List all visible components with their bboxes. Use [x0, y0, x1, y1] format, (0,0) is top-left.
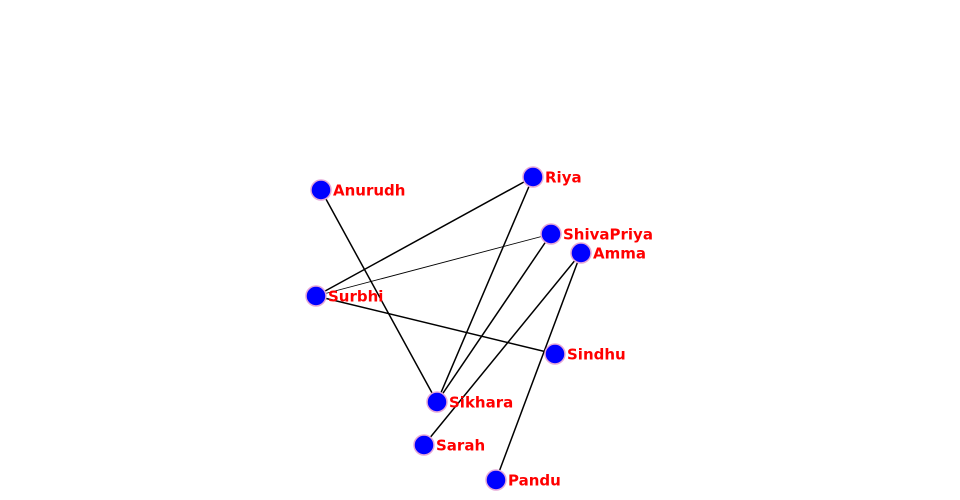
node-circle-surbhi[interactable] — [305, 285, 327, 307]
node-circle-shivapriya[interactable] — [540, 223, 562, 245]
node-label-surbhi: Surbhi — [328, 288, 383, 306]
node-circle-riya[interactable] — [522, 166, 544, 188]
edge-surbhi-sindhu — [315, 295, 556, 355]
node-surbhi[interactable]: Surbhi — [305, 285, 383, 307]
node-shivapriya[interactable]: ShivaPriya — [540, 223, 653, 245]
node-riya[interactable]: Riya — [522, 166, 582, 188]
node-label-amma: Amma — [593, 245, 646, 263]
node-label-sindhu: Sindhu — [567, 346, 626, 364]
node-anurudh[interactable]: Anurudh — [310, 179, 405, 201]
edge-anurudh-sikhara — [320, 189, 438, 403]
node-label-shivapriya: ShivaPriya — [563, 226, 653, 244]
edge-amma-sarah — [423, 252, 582, 446]
node-label-riya: Riya — [545, 169, 582, 187]
edge-amma-pandu — [495, 252, 582, 481]
node-label-pandu: Pandu — [508, 472, 561, 490]
node-sindhu[interactable]: Sindhu — [544, 343, 626, 365]
node-pandu[interactable]: Pandu — [485, 469, 561, 491]
edges-layer — [315, 176, 582, 481]
edge-surbhi-riya — [315, 176, 534, 297]
node-circle-sindhu[interactable] — [544, 343, 566, 365]
node-amma[interactable]: Amma — [570, 242, 646, 264]
node-circle-sikhara[interactable] — [426, 391, 448, 413]
node-circle-amma[interactable] — [570, 242, 592, 264]
node-label-anurudh: Anurudh — [333, 182, 405, 200]
node-circle-anurudh[interactable] — [310, 179, 332, 201]
nodes-layer: Anurudh RiyaShivaPriyaAmmaSurbhiSindhuSik… — [305, 166, 653, 491]
node-circle-sarah[interactable] — [413, 434, 435, 456]
node-sarah[interactable]: Sarah — [413, 434, 485, 456]
node-label-sarah: Sarah — [436, 437, 485, 455]
node-label-sikhara: Sikhara — [449, 394, 513, 412]
edge-surbhi-shivapriya — [315, 233, 552, 297]
node-circle-pandu[interactable] — [485, 469, 507, 491]
edge-shivapriya-sikhara — [436, 233, 552, 403]
edge-riya-sikhara — [436, 176, 534, 403]
node-sikhara[interactable]: Sikhara — [426, 391, 513, 413]
